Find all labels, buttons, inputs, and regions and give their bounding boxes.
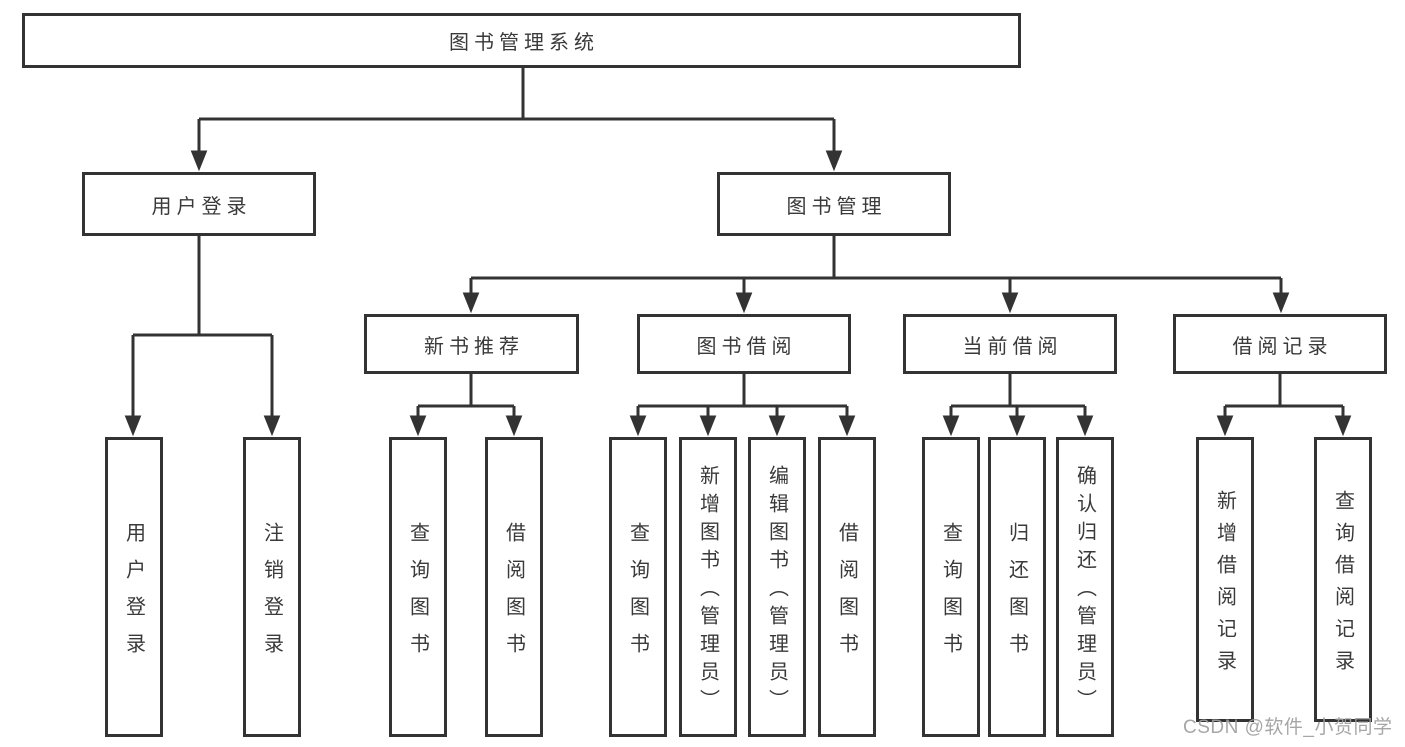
node-book-borrow: 图书借阅 [637, 314, 851, 374]
node-root: 图书管理系统 [22, 13, 1021, 68]
leaf-label: 查询图书 [939, 521, 962, 670]
leaf-label: 用户登录 [122, 521, 145, 670]
leaf-label: 确认归还（管理员） [1073, 465, 1096, 717]
node-leaf-current-confirm-return-admin: 确认归还（管理员） [1056, 437, 1114, 737]
leaf-label: 借阅图书 [835, 521, 858, 670]
leaf-label: 新增图书（管理员） [696, 465, 719, 717]
leaf-label: 查询图书 [406, 521, 429, 670]
node-book-management: 图书管理 [717, 172, 951, 236]
node-leaf-borrow-query-books: 查询图书 [609, 437, 667, 737]
node-leaf-recommend-borrow-books: 借阅图书 [485, 437, 543, 737]
node-leaf-recommend-query-books: 查询图书 [389, 437, 447, 737]
node-leaf-logout: 注销登录 [243, 437, 301, 737]
node-leaf-records-query: 查询借阅记录 [1314, 437, 1372, 722]
edge-trunks [133, 68, 1343, 408]
leaf-label: 注销登录 [260, 521, 283, 670]
node-leaf-borrow-add-books-admin: 新增图书（管理员） [679, 437, 737, 737]
watermark: CSDN @软件_小贺同学 [1183, 717, 1393, 738]
leaf-label: 借阅图书 [502, 521, 525, 670]
leaf-label: 编辑图书（管理员） [765, 465, 788, 717]
node-leaf-records-add: 新增借阅记录 [1196, 437, 1254, 722]
node-leaf-user-login: 用户登录 [105, 437, 163, 737]
leaf-label: 查询借阅记录 [1331, 489, 1354, 682]
node-borrow-records: 借阅记录 [1173, 314, 1387, 374]
node-new-book-recommend: 新书推荐 [364, 314, 579, 374]
leaf-label: 新增借阅记录 [1213, 489, 1236, 682]
node-leaf-borrow-edit-books-admin: 编辑图书（管理员） [748, 437, 806, 737]
node-user-login: 用户登录 [82, 172, 316, 236]
leaf-label: 查询图书 [626, 521, 649, 670]
leaf-label: 归还图书 [1005, 521, 1028, 670]
node-leaf-current-return-books: 归还图书 [988, 437, 1046, 737]
node-current-borrow: 当前借阅 [903, 314, 1117, 374]
node-leaf-current-query-books: 查询图书 [922, 437, 980, 737]
node-leaf-borrow-borrow-books: 借阅图书 [818, 437, 876, 737]
